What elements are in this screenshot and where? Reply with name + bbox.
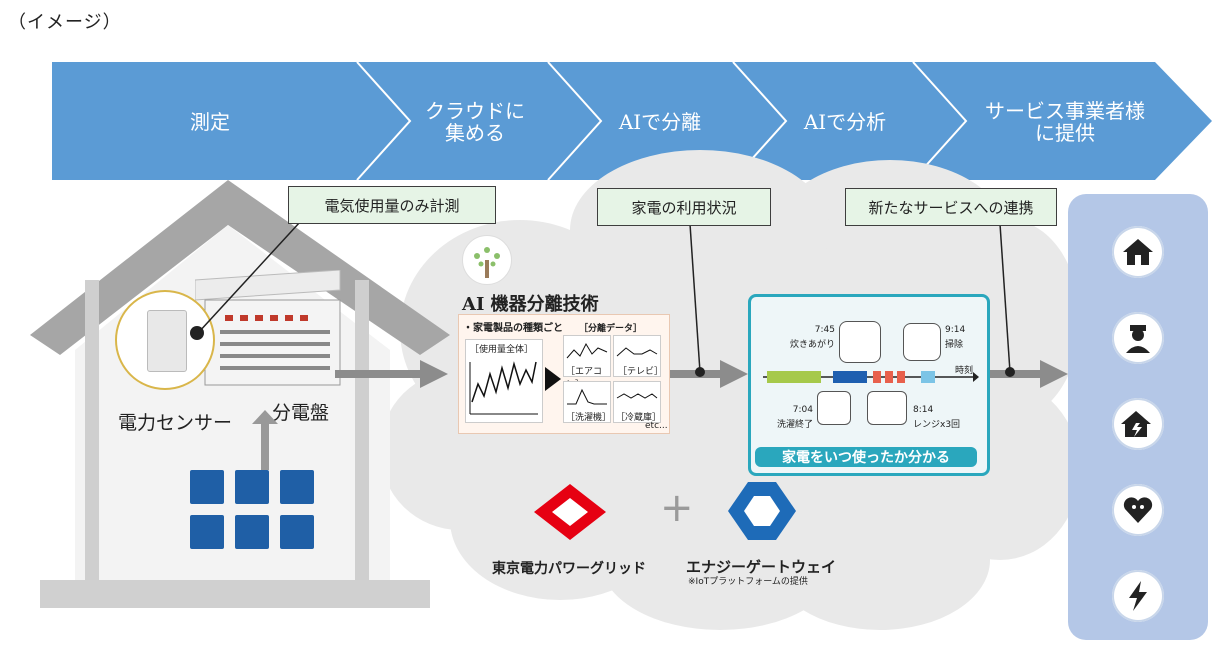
egw-note: ※IoTプラットフォームの提供 — [688, 577, 808, 587]
usage-footer: 家電をいつ使ったか分かる — [755, 447, 977, 467]
flow-step-provide: サービス事業者様 に提供 — [985, 99, 1145, 145]
air-conditioner-icon — [235, 470, 269, 504]
callout-service: 新たなサービスへの連携 — [845, 188, 1057, 226]
rice-cooker-icon — [190, 515, 224, 549]
distribution-panel — [195, 270, 341, 386]
usage-timeline-box: 7:45 炊きあがり 9:14 掃除 時刻 7:04 洗濯終了 8:14 レンジ… — [748, 294, 990, 476]
service-panel — [1068, 194, 1208, 640]
ai-title: AI 機器分離技術 — [462, 294, 599, 315]
plus-sign: + — [660, 485, 694, 531]
callout-measure: 電気使用量のみ計測 — [288, 186, 496, 224]
lightning-icon — [1112, 570, 1164, 622]
television-icon — [280, 470, 314, 504]
total-usage-label: ［使用量全体］ — [470, 345, 534, 355]
ai-tree-icon — [462, 235, 512, 285]
total-usage-chart: ［使用量全体］ — [465, 339, 543, 423]
house-icon — [1112, 226, 1164, 278]
washer-icon — [817, 391, 851, 425]
event-wash-time: 7:04 — [792, 405, 813, 415]
mini-chart-tv: ［テレビ］ — [613, 335, 663, 377]
up-arrow — [252, 410, 278, 470]
event-wash-text: 洗濯終了 — [776, 420, 813, 430]
ai-panel-heading: ・家電製品の種類ごと — [463, 323, 563, 334]
egw-name: エナジーゲートウェイ — [686, 558, 837, 576]
washing-machine-icon — [280, 515, 314, 549]
energy-gateway-logo — [728, 482, 796, 540]
mini-chart-washer: ［洗濯機］ — [563, 381, 611, 423]
distribution-panel-label: 分電盤 — [272, 402, 330, 424]
vacuum-icon — [903, 323, 941, 361]
rice-cooker-icon — [839, 321, 881, 363]
power-sensor-label: 電力センサー — [118, 412, 233, 434]
mini-chart-aircon: ［エアコン］ — [563, 335, 611, 390]
power-sensor-device — [115, 290, 215, 390]
appliance-grid — [190, 470, 320, 556]
microwave-oven-icon — [867, 391, 907, 425]
timeline-axis-label: 時刻 — [955, 366, 974, 376]
more-label: etc... — [645, 421, 668, 431]
security-guard-icon — [1112, 312, 1164, 364]
timeline-bar — [763, 371, 979, 383]
event-range-text: レンジx3回 — [913, 420, 961, 430]
flow-step-ai-analyze: AIで分析 — [803, 110, 887, 134]
event-clean-time: 9:14 — [945, 325, 966, 335]
flow-step-ai-separate: AIで分離 — [618, 110, 702, 134]
separation-arrow — [545, 367, 561, 391]
ai-separation-panel: ・家電製品の種類ごと ［分離データ］ ［使用量全体］ ［エアコン］ ［テレビ］ … — [458, 314, 670, 434]
event-range-time: 8:14 — [913, 405, 934, 415]
image-caption: （イメージ） — [8, 12, 122, 33]
refrigerator-icon — [235, 515, 269, 549]
event-clean-text: 掃除 — [945, 340, 964, 350]
tepco-logo — [534, 484, 606, 540]
event-rice-text: 炊きあがり — [789, 340, 835, 350]
callout-usage: 家電の利用状況 — [597, 188, 771, 226]
microwave-icon — [190, 470, 224, 504]
flow-step-measure: 測定 — [190, 110, 230, 134]
event-rice-time: 7:45 — [814, 325, 835, 335]
tepco-name: 東京電力パワーグリッド — [492, 561, 646, 577]
family-care-icon — [1112, 484, 1164, 536]
mini-chart-fridge: ［冷蔵庫］ — [613, 381, 661, 423]
disaster-house-icon — [1112, 398, 1164, 450]
flow-step-cloud: クラウドに 集める — [425, 99, 525, 145]
separated-data-label: ［分離データ］ — [579, 324, 643, 334]
